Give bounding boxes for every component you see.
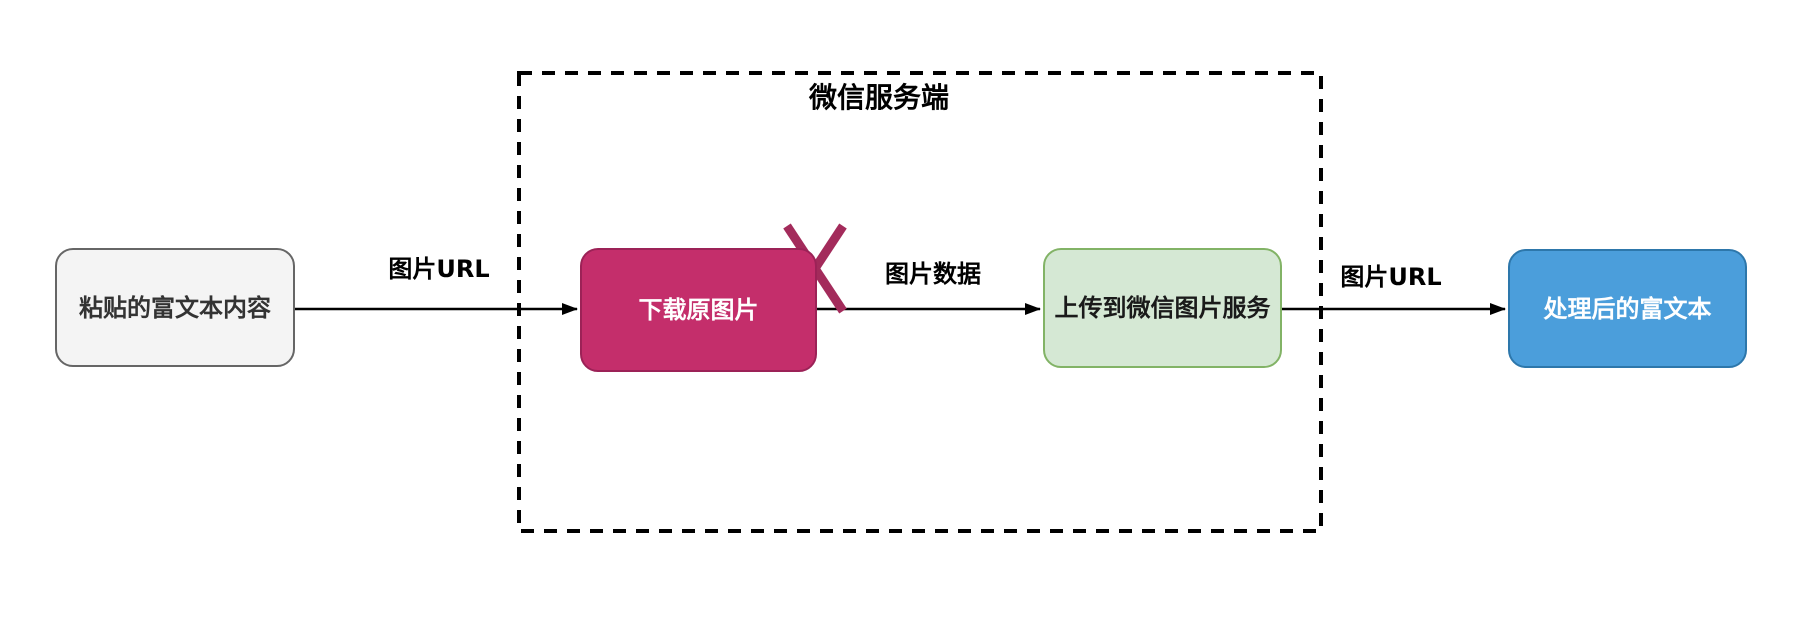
node-label: 处理后的富文本: [1543, 294, 1712, 323]
wechat-server-title: 微信服务端: [808, 81, 949, 114]
edge-label-image-data: 图片数据: [885, 260, 981, 288]
node-label: 下载原图片: [638, 296, 759, 324]
node-label: 上传到微信图片服务: [1054, 294, 1271, 322]
node-download-original-image: 下载原图片: [580, 248, 817, 372]
node-processed-rich-text: 处理后的富文本: [1508, 249, 1747, 368]
node-label: 粘贴的富文本内容: [79, 293, 271, 322]
edge-label-image-url-2: 图片URL: [1340, 263, 1442, 291]
node-pasted-rich-text: 粘贴的富文本内容: [55, 248, 295, 367]
node-upload-to-wechat-image-service: 上传到微信图片服务: [1043, 248, 1282, 368]
edge-label-image-url-1: 图片URL: [388, 255, 490, 283]
